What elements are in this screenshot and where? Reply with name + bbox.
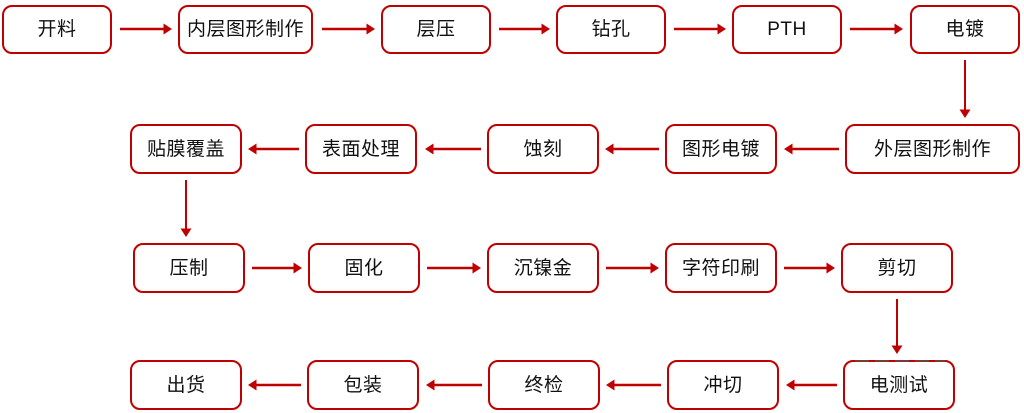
arrow-head <box>894 23 903 35</box>
arrow-head <box>784 143 793 155</box>
process-node-n18[interactable]: 包装 <box>307 360 419 410</box>
process-node-label: PTH <box>767 19 807 40</box>
arrow-head <box>717 23 726 35</box>
process-node-label: 内层图形制作 <box>186 19 304 40</box>
process-node-n3[interactable]: 层压 <box>381 5 491 54</box>
process-node-n5[interactable]: PTH <box>732 5 842 54</box>
arrow-head <box>293 262 302 274</box>
process-node-n7[interactable]: 贴膜覆盖 <box>130 124 242 174</box>
process-node-label: 终检 <box>524 374 564 396</box>
process-node-label: 表面处理 <box>321 138 400 160</box>
process-node-n20[interactable]: 冲切 <box>667 360 779 410</box>
process-node-n4[interactable]: 钻孔 <box>556 5 666 54</box>
process-node-label: 电镀 <box>945 19 985 40</box>
arrow-head <box>826 262 835 274</box>
process-node-label: 冲切 <box>703 374 743 396</box>
process-node-label: 固化 <box>344 257 384 279</box>
arrow-n3-to-n4 <box>499 23 550 35</box>
process-node-n9[interactable]: 蚀刻 <box>487 124 599 174</box>
arrow-n2-to-n3 <box>322 23 375 35</box>
process-node-label: 剪切 <box>877 257 917 279</box>
process-node-label: 外层图形制作 <box>873 138 991 160</box>
arrow-n5-to-n6 <box>850 23 903 35</box>
process-node-n2[interactable]: 内层图形制作 <box>178 5 313 54</box>
arrow-head <box>541 23 550 35</box>
process-node-label: 沉镍金 <box>513 257 573 279</box>
arrow-head <box>248 143 257 155</box>
process-node-n17[interactable]: 出货 <box>130 360 242 410</box>
process-node-n1[interactable]: 开料 <box>2 5 112 54</box>
arrow-n18-to-n17 <box>248 379 301 391</box>
arrow-head <box>426 379 435 391</box>
arrow-n21-to-n20 <box>786 379 837 391</box>
process-node-label: 图形电镀 <box>681 138 760 160</box>
arrow-head <box>786 379 795 391</box>
process-node-label: 包装 <box>343 374 383 396</box>
arrow-head <box>605 143 614 155</box>
arrow-head <box>180 228 192 237</box>
arrow-n19-to-n18 <box>426 379 482 391</box>
process-node-n12[interactable]: 压制 <box>133 243 245 293</box>
process-node-label: 蚀刻 <box>523 138 563 160</box>
arrow-n8-to-n7 <box>248 143 299 155</box>
process-node-n16[interactable]: 剪切 <box>841 243 953 293</box>
process-node-label: 层压 <box>416 19 456 40</box>
arrow-head <box>650 262 659 274</box>
arrow-head <box>248 379 257 391</box>
process-node-label: 出货 <box>166 374 206 396</box>
arrow-head <box>959 109 971 118</box>
arrow-n15-to-n16 <box>784 262 835 274</box>
arrow-n16-to-n21 <box>891 299 903 354</box>
arrow-n9-to-n8 <box>425 143 481 155</box>
process-node-label: 压制 <box>169 257 209 279</box>
process-node-n13[interactable]: 固化 <box>308 243 420 293</box>
process-node-n15[interactable]: 字符印刷 <box>665 243 777 293</box>
process-node-label: 电测试 <box>869 374 929 396</box>
arrow-head <box>891 345 903 354</box>
arrow-head <box>606 379 615 391</box>
process-node-n21[interactable]: 电测试 <box>843 360 955 410</box>
arrow-head <box>472 262 481 274</box>
process-node-label: 钻孔 <box>591 19 631 40</box>
arrow-n20-to-n19 <box>606 379 661 391</box>
process-node-n19[interactable]: 终检 <box>488 360 600 410</box>
arrow-head <box>425 143 434 155</box>
arrow-n11-to-n10 <box>784 143 839 155</box>
arrow-n1-to-n2 <box>120 23 172 35</box>
arrow-n7-to-n12 <box>180 180 192 237</box>
process-node-n10[interactable]: 图形电镀 <box>665 124 777 174</box>
arrow-n10-to-n9 <box>605 143 659 155</box>
arrow-n12-to-n13 <box>252 262 302 274</box>
arrow-n6-to-n11 <box>959 60 971 118</box>
process-node-n6[interactable]: 电镀 <box>910 5 1020 54</box>
arrow-n13-to-n14 <box>427 262 481 274</box>
arrow-n14-to-n15 <box>606 262 659 274</box>
process-node-label: 贴膜覆盖 <box>146 138 225 160</box>
arrow-head <box>366 23 375 35</box>
process-node-label: 开料 <box>37 19 77 40</box>
arrow-head <box>163 23 172 35</box>
process-node-n8[interactable]: 表面处理 <box>305 124 417 174</box>
process-node-n14[interactable]: 沉镍金 <box>487 243 599 293</box>
arrow-n4-to-n5 <box>674 23 726 35</box>
process-node-label: 字符印刷 <box>681 257 760 279</box>
process-node-n11[interactable]: 外层图形制作 <box>845 124 1020 174</box>
